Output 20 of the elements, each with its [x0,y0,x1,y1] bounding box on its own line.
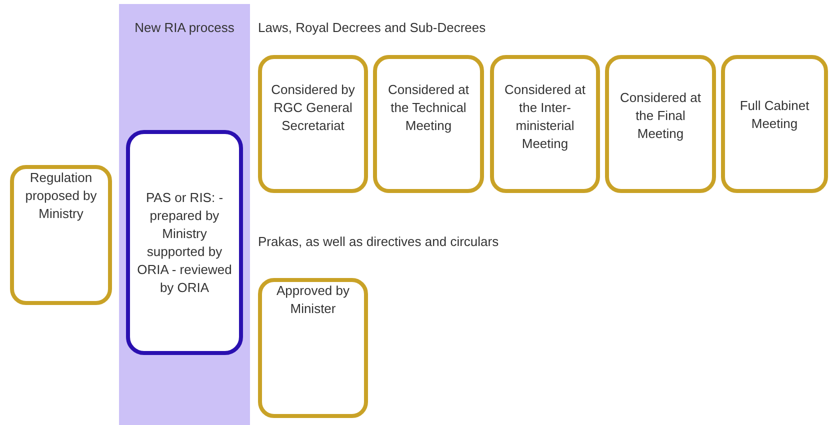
process-box [10,165,112,305]
box-text: Regulation proposed by Ministry [24,169,98,223]
box-text: Considered at the Final Meeting [619,89,702,143]
process-band [119,4,250,425]
box-text: PAS or RIS: - prepared by Ministry supported by ORIA - reviewed by ORIA [136,188,233,296]
process-box [258,278,368,418]
process-box [258,55,368,193]
process-box [373,55,484,193]
process-box [126,130,243,355]
box-text: Considered at the Technical Meeting [387,81,470,135]
process-box [490,55,600,193]
process-box [721,55,828,193]
box-text: Full Cabinet Meeting [738,97,810,133]
box-text: Considered by RGC General Secretariat [270,81,356,135]
section-heading: Prakas, as well as directives and circulars [258,233,499,251]
box-text: Approved by Minister [276,282,350,318]
box-text: Considered at the Inter-ministerial Meeting [504,81,586,153]
process-box [605,55,716,193]
band-heading: New RIA process [134,19,236,37]
section-heading: Laws, Royal Decrees and Sub-Decrees [258,19,486,37]
